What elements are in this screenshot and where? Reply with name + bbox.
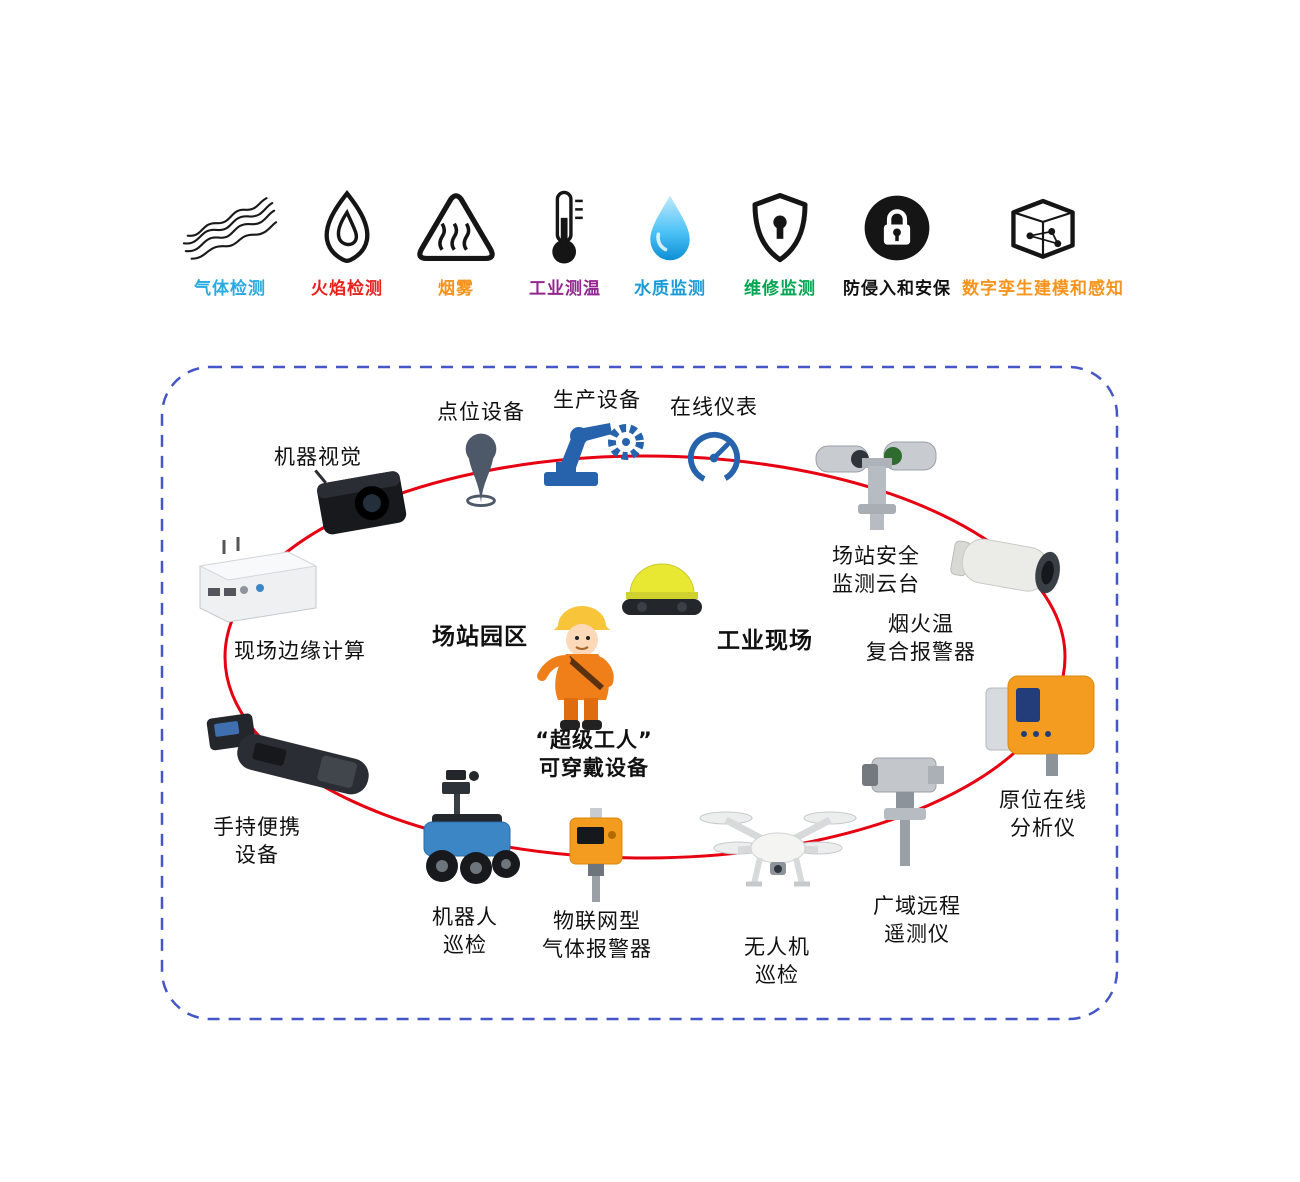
legend-label: 烟雾 [438,279,474,299]
lock-icon [862,190,932,266]
fire-temp-alarm-camera [950,522,1070,612]
gas-detection-icon [182,190,278,266]
label-handheld-device: 手持便携 设备 [213,815,301,868]
legend-item-flame: 火焰检测 [311,190,383,299]
legend-label: 防侵入和安保 [843,279,951,299]
label-drone-patrol: 无人机 巡检 [744,935,810,988]
legend-item-temperature: 工业测温 [529,190,601,299]
ptz-camera [812,428,940,534]
thermometer-icon [543,190,587,266]
water-drop-icon [644,190,696,266]
digital-twin-icon [1003,190,1083,266]
gas-alarm-device [562,808,630,902]
label-remote-telemetry: 广域远程 遥测仪 [873,894,961,947]
machine-vision-camera [308,460,426,548]
flame-detection-icon [314,190,380,266]
legend-item-water: 水质监测 [634,190,706,299]
smoke-icon [416,190,496,266]
legend-label: 工业测温 [529,279,601,299]
label-super-worker: “超级工人” 可穿戴设备 [535,728,653,781]
edge-computing-box [192,534,324,628]
location-pin-icon [458,430,504,512]
legend-label: 维修监测 [744,279,816,299]
drone [698,796,858,902]
label-edge-computing: 现场边缘计算 [234,639,366,663]
shield-icon [750,190,810,266]
legend-label: 火焰检测 [311,279,383,299]
legend-label: 水质监测 [634,279,706,299]
dashed-boundary [160,365,1119,1021]
legend-item-maintenance: 维修监测 [744,190,816,299]
label-station-park: 场站园区 [432,624,528,650]
online-analyzer-device [982,668,1100,778]
label-industrial-site: 工业现场 [717,628,813,654]
patrol-robot [402,768,532,896]
legend-label: 数字孪生建模和感知 [962,279,1124,299]
robot-arm-icon [542,416,654,490]
label-machine-vision: 机器视觉 [274,445,362,469]
legend-item-digital-twin: 数字孪生建模和感知 [962,190,1124,299]
legend-item-security: 防侵入和安保 [843,190,951,299]
gauge-icon [686,430,742,486]
label-point-device: 点位设备 [437,400,525,424]
label-online-instrument: 在线仪表 [670,395,758,419]
legend-label: 气体检测 [194,279,266,299]
label-online-analyzer: 原位在线 分析仪 [999,788,1087,841]
worker-figure [518,594,653,734]
smart-helmet [612,552,712,624]
red-ellipse [223,454,1067,860]
handheld-devices [200,710,395,808]
label-production-equipment: 生产设备 [553,388,641,412]
legend-item-smoke: 烟雾 [416,190,496,299]
label-iot-gas-alarm: 物联网型 气体报警器 [542,909,652,962]
label-station-ptz: 场站安全 监测云台 [832,544,920,597]
label-robot-patrol: 机器人 巡检 [432,905,498,958]
label-fire-temp-alarm: 烟火温 复合报警器 [866,612,976,665]
telemetry-camera [862,748,954,868]
legend-item-gas: 气体检测 [182,190,278,299]
